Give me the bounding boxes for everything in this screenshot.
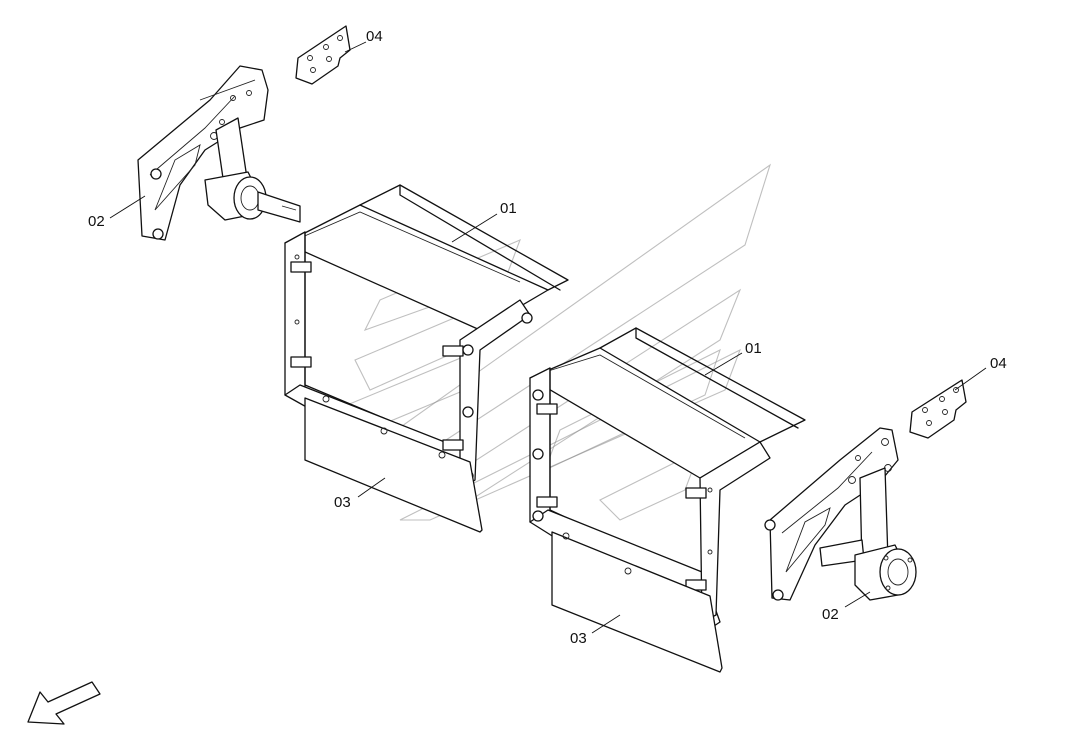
callout-02-right: 02 xyxy=(822,606,839,623)
part-03-apron-left xyxy=(304,395,483,533)
callout-01-left: 01 xyxy=(500,200,517,217)
arrow-down-left-icon xyxy=(27,681,101,725)
leader-lines xyxy=(109,41,987,634)
part-02-bracket-right xyxy=(764,427,917,601)
part-02-bracket-left xyxy=(137,65,301,241)
callout-01-right: 01 xyxy=(745,340,762,357)
part-04-plate-right xyxy=(909,379,967,439)
callout-04-right: 04 xyxy=(990,355,1007,372)
callout-04-left: 04 xyxy=(366,28,383,45)
part-03-apron-right xyxy=(551,531,723,673)
callout-03-right: 03 xyxy=(570,630,587,647)
callout-labels: 04 02 01 01 04 03 03 02 xyxy=(88,28,1007,647)
part-04-plate-left xyxy=(295,25,351,85)
callout-03-left: 03 xyxy=(334,494,351,511)
callout-02-left: 02 xyxy=(88,213,105,230)
